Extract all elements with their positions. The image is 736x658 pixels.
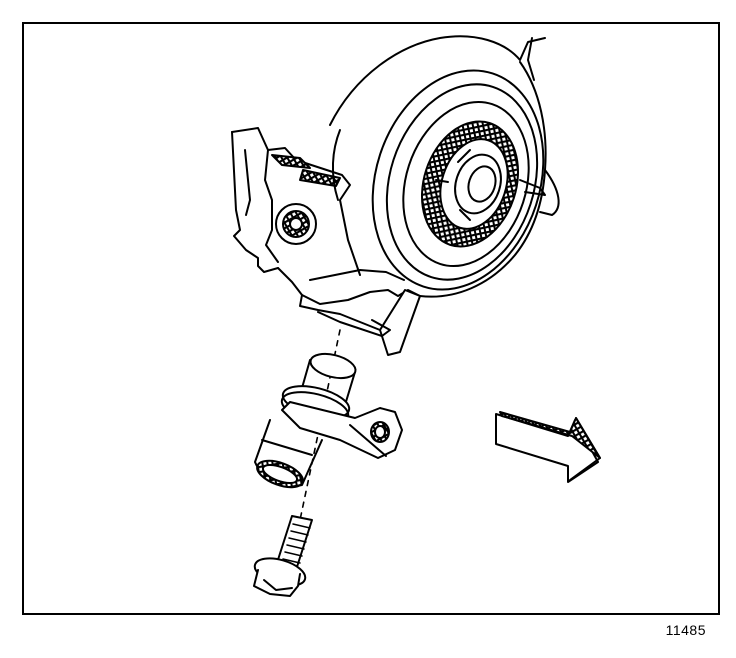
figure-number: 11485 — [665, 622, 706, 638]
crankshaft-position-sensor — [254, 352, 403, 489]
engine-block — [231, 35, 560, 331]
crankshaft-balancer — [371, 69, 545, 291]
sensor-bolt — [253, 515, 313, 597]
cover-bolt — [275, 203, 317, 245]
front-of-engine-arrow — [495, 411, 601, 483]
figure-frame — [22, 22, 720, 615]
